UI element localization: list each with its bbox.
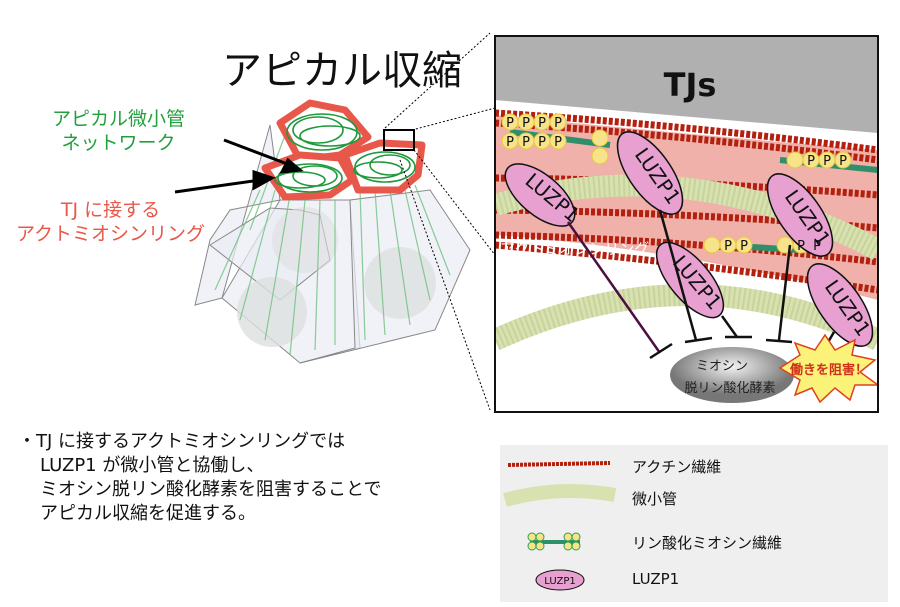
actomyosin-ring-detail-label: アクトミオシンリング [500,240,649,258]
legend-luzp1: LUZP1 [632,570,680,588]
summary-line: LUZP1 が微小管と協働し、 [40,455,265,476]
microtubule-legend-icon [503,484,617,507]
epithelial-cells-illustration: P P P P P P P P P P P P P P P TJs アクトミオシ… [174,32,879,413]
phospho-label: P [506,116,514,131]
label-line: ネットワーク [61,132,176,154]
phospho-label: P [797,239,805,254]
label-line: アピカル微小管 [52,108,186,130]
phospho-label: P [813,239,821,254]
luzp1-legend-icon-label: LUZP1 [544,576,575,587]
luzp1-proteins [504,131,874,347]
phospho-myosin-legend-icon [527,532,581,551]
phospho-label: P [506,135,514,150]
nucleus [272,207,338,273]
summary-line: ミオシン脱リン酸化酵素を阻害することで [40,479,382,500]
legend: LUZP1 アクチン繊維 微小管 リン酸化ミオシン繊維 LUZP1 [500,445,888,602]
summary-line: アピカル収縮を促進する。 [40,503,256,524]
microtubule-network-label: アピカル微小管 ネットワーク [52,107,185,155]
actin-legend-icon [507,461,611,467]
luzp1-legend-icon [535,569,585,591]
phospho-label: P [554,135,562,150]
phospho-label: P [823,154,831,169]
inhibit-label: 働きを阻害！ [789,362,868,378]
phospho-label: P [807,154,815,169]
phospho-label: P [554,116,562,131]
phospho-label: P [740,239,748,254]
label-line: TJ に接する [60,199,161,221]
phospho-label: P [522,116,530,131]
myosin-phosphatase [670,347,794,403]
actomyosin-ring-label: TJ に接する アクトミオシンリング [16,198,205,246]
summary-text: ・TJ に接するアクトミオシンリングでは LUZP1 が微小管と協働し、 ミオシ… [18,430,381,526]
phospho-label: P [538,135,546,150]
phosphatase-label: ミオシン [696,359,748,374]
phospho-label: P [839,154,847,169]
inhibition-starburst [778,333,878,404]
phospho-label: P [538,116,546,131]
nucleus [364,247,436,319]
detail-panel: P P P P P P P P P P P P P P P TJs アクトミオシ… [494,35,879,413]
legend-microtubule: 微小管 [632,490,678,508]
legend-actin: アクチン繊維 [632,458,722,476]
phospho-label: P [522,135,530,150]
nucleus [237,277,307,347]
summary-line: ・TJ に接するアクトミオシンリングでは [18,431,346,452]
figure-title: アピカル収縮 [222,48,462,94]
tight-junction-band [495,36,878,133]
legend-phospho-myosin: リン酸化ミオシン繊維 [632,534,783,552]
tjs-label: TJs [664,66,717,104]
microtubule-network [274,113,416,193]
label-line: アクトミオシンリング [16,223,206,245]
phospho-label: P [724,239,732,254]
phosphatase-label: 脱リン酸化酵素 [684,381,775,396]
zoom-region-box [383,129,415,151]
